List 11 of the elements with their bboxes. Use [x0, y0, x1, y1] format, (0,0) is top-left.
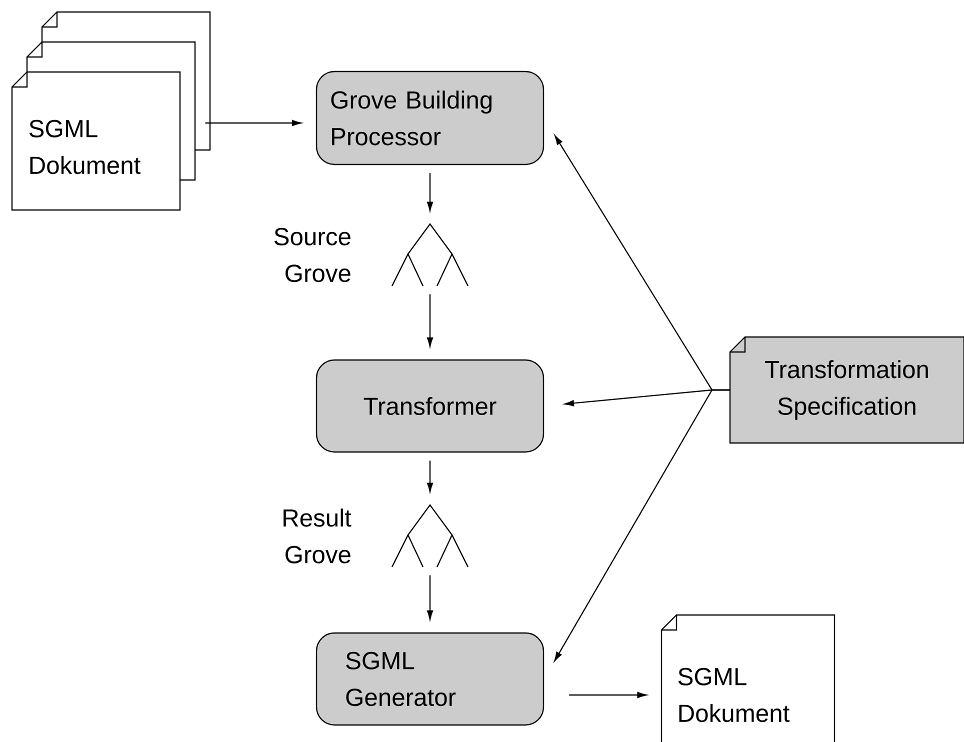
arrow [554, 389, 730, 662]
document-stack: SGML Dokument [11, 11, 211, 211]
arrow [426, 294, 434, 347]
arrow [205, 120, 302, 126]
arrow [426, 575, 434, 620]
process-box: Grove Building Processor [316, 70, 544, 166]
process-box: SGML Generator [316, 632, 544, 726]
arrow [426, 173, 434, 212]
process-box: Transformer [316, 359, 544, 453]
arrow [569, 692, 647, 698]
arrow [426, 460, 434, 492]
